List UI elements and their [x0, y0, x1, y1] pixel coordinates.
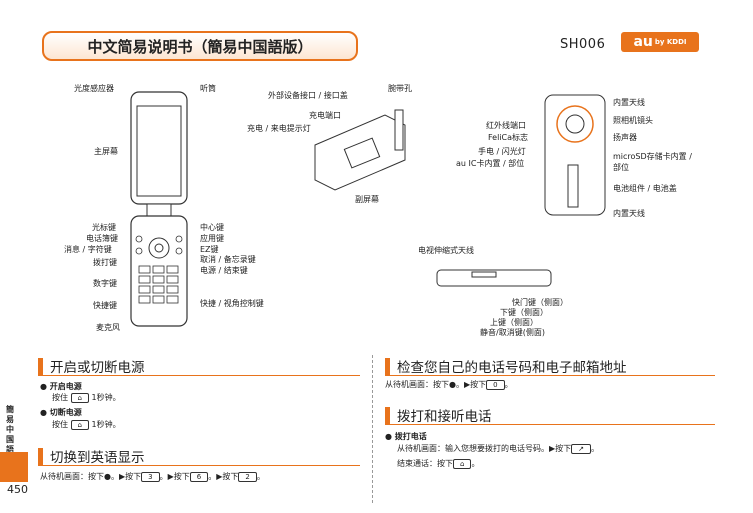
section-marker — [38, 357, 43, 375]
section-divider — [385, 424, 715, 425]
label-view-key: 快捷 / 视角控制键 — [200, 299, 264, 308]
bottom-phone-illustration — [436, 269, 552, 287]
label-call-key: 拨打键 — [93, 258, 117, 267]
label-charge-port: 充电端口 — [309, 111, 341, 120]
section-check-header: 检查您自己的电话号码和电子邮箱地址 — [385, 356, 627, 376]
label-shortcut-key: 快捷键 — [93, 301, 117, 310]
side-tab — [0, 452, 28, 482]
label-light-sensor: 光度感应器 — [74, 84, 114, 93]
label-power-key: 电源 / 结束键 — [200, 266, 248, 275]
key-3-icon: 3 — [141, 471, 160, 482]
label-flashlight: 手电 / 闪光灯 — [478, 147, 526, 156]
section-check-title: 检查您自己的电话号码和电子邮箱地址 — [397, 360, 627, 376]
label-earpiece: 听筒 — [200, 84, 216, 93]
power-key-icon: ⌂ — [70, 419, 89, 430]
column-divider — [372, 355, 373, 503]
section-divider — [38, 465, 360, 466]
key-2-icon: 2 — [238, 471, 257, 482]
bullet-call: ● 拨打电话 — [385, 432, 427, 441]
section-english-header: 切换到英语显示 — [38, 446, 145, 466]
label-charge-lamp: 充电 / 来电提示灯 — [247, 124, 311, 133]
end-call-instructions: 结束通话：按下⌂。 — [397, 458, 480, 469]
section-power-title: 开启或切断电源 — [50, 360, 145, 376]
section-marker — [385, 406, 390, 424]
section-call-header: 拨打和接听电话 — [385, 405, 492, 425]
side-label: 簡易中国語 — [6, 405, 14, 454]
label-shutter-key: 快门键（侧面） — [512, 298, 568, 307]
label-antenna-bottom: 内置天线 — [613, 209, 645, 218]
label-microphone: 麦克风 — [96, 323, 120, 332]
label-phonebook-key: 电话簿键 — [86, 234, 118, 243]
section-divider — [38, 375, 360, 376]
call-instructions: 从待机画面：输入您想要拨打的电话号码。▶按下↗。 — [397, 443, 600, 454]
page-number: 450 — [7, 483, 28, 496]
page-title: 中文简易说明书（簡易中国語版） — [42, 31, 358, 61]
label-up-key: 上键（侧面） — [490, 318, 538, 327]
section-divider — [385, 375, 715, 376]
section-call-title: 拨打和接听电话 — [397, 409, 492, 425]
label-down-key: 下键（侧面） — [500, 308, 548, 317]
label-app-key: 应用键 — [200, 234, 224, 243]
label-ir-port: 红外线端口 — [486, 121, 526, 130]
label-ez-key: EZ键 — [200, 245, 219, 254]
label-mute-key: 静音/取消键(侧面) — [480, 328, 545, 337]
section-marker — [38, 447, 43, 465]
power-off-instructions: 按住 ⌂ 1秒钟。 — [52, 419, 121, 430]
model-name: SH006 — [560, 37, 606, 52]
end-key-icon: ⌂ — [453, 458, 472, 469]
label-speaker: 扬声器 — [613, 133, 637, 142]
bullet-power-off: ● 切断电源 — [40, 408, 82, 417]
label-au-ic-card: au IC卡内置 / 部位 — [456, 159, 525, 168]
front-phone-illustration — [130, 91, 188, 327]
label-strap-hole: 腕带孔 — [388, 84, 412, 93]
section-power-header: 开启或切断电源 — [38, 356, 145, 376]
label-antenna-top: 内置天线 — [613, 98, 645, 107]
label-camera-lens: 照相机镜头 — [613, 116, 653, 125]
label-cancel-key: 取消 / 备忘录键 — [200, 255, 256, 264]
section-marker — [385, 357, 390, 375]
label-cursor-key: 光标键 — [92, 223, 116, 232]
label-main-screen: 主屏幕 — [94, 147, 118, 156]
side-phone-illustration — [314, 109, 406, 191]
key-0-icon: 0 — [486, 379, 505, 390]
label-microsd-slot: microSD存储卡内置 / — [613, 152, 692, 161]
label-external-port: 外部设备接口 / 接口盖 — [268, 91, 348, 100]
label-microsd-slot-2: 部位 — [613, 163, 629, 172]
label-battery: 电池组件 / 电池盖 — [613, 184, 677, 193]
label-number-keys: 数字键 — [93, 279, 117, 288]
label-sub-screen: 副屏幕 — [355, 195, 379, 204]
power-on-instructions: 按住 ⌂ 1秒钟。 — [52, 392, 121, 403]
label-felica: FeliCa标志 — [488, 133, 529, 142]
bullet-power-on: ● 开启电源 — [40, 382, 82, 391]
power-key-icon: ⌂ — [70, 392, 89, 403]
call-key-icon: ↗ — [571, 443, 592, 454]
back-phone-illustration — [544, 94, 606, 216]
section-english-title: 切换到英语显示 — [50, 450, 145, 466]
label-message-key: 消息 / 字符键 — [64, 245, 112, 254]
label-center-key: 中心键 — [200, 223, 224, 232]
label-tv-antenna: 电视伸缩式天线 — [418, 246, 474, 255]
key-6-icon: 6 — [189, 471, 209, 482]
